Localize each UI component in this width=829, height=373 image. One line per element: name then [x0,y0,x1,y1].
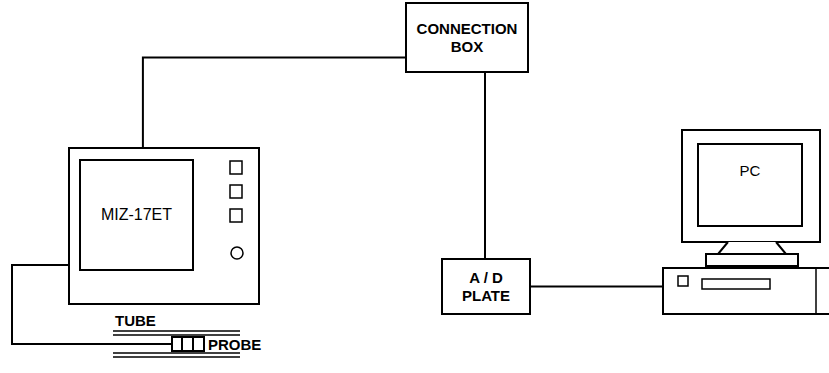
probe-symbol [172,337,204,351]
computer: PC [662,128,829,316]
box-label: CONNECTION BOX [407,20,527,56]
signal-cable [484,73,486,258]
process-box: A / D PLATE [441,258,531,315]
device-name: MIZ-17ET [80,160,193,270]
process-box: CONNECTION BOX [405,2,529,73]
part-label: PROBE [208,336,261,353]
signal-cable [531,286,662,288]
box-label: A / D PLATE [443,269,529,305]
instrument-unit: MIZ-17ET [68,147,260,305]
computer-outline [662,128,829,316]
signal-cable [143,57,405,147]
part-label: TUBE [115,312,156,329]
computer-label: PC [698,144,802,196]
instrument-outline [68,147,260,305]
